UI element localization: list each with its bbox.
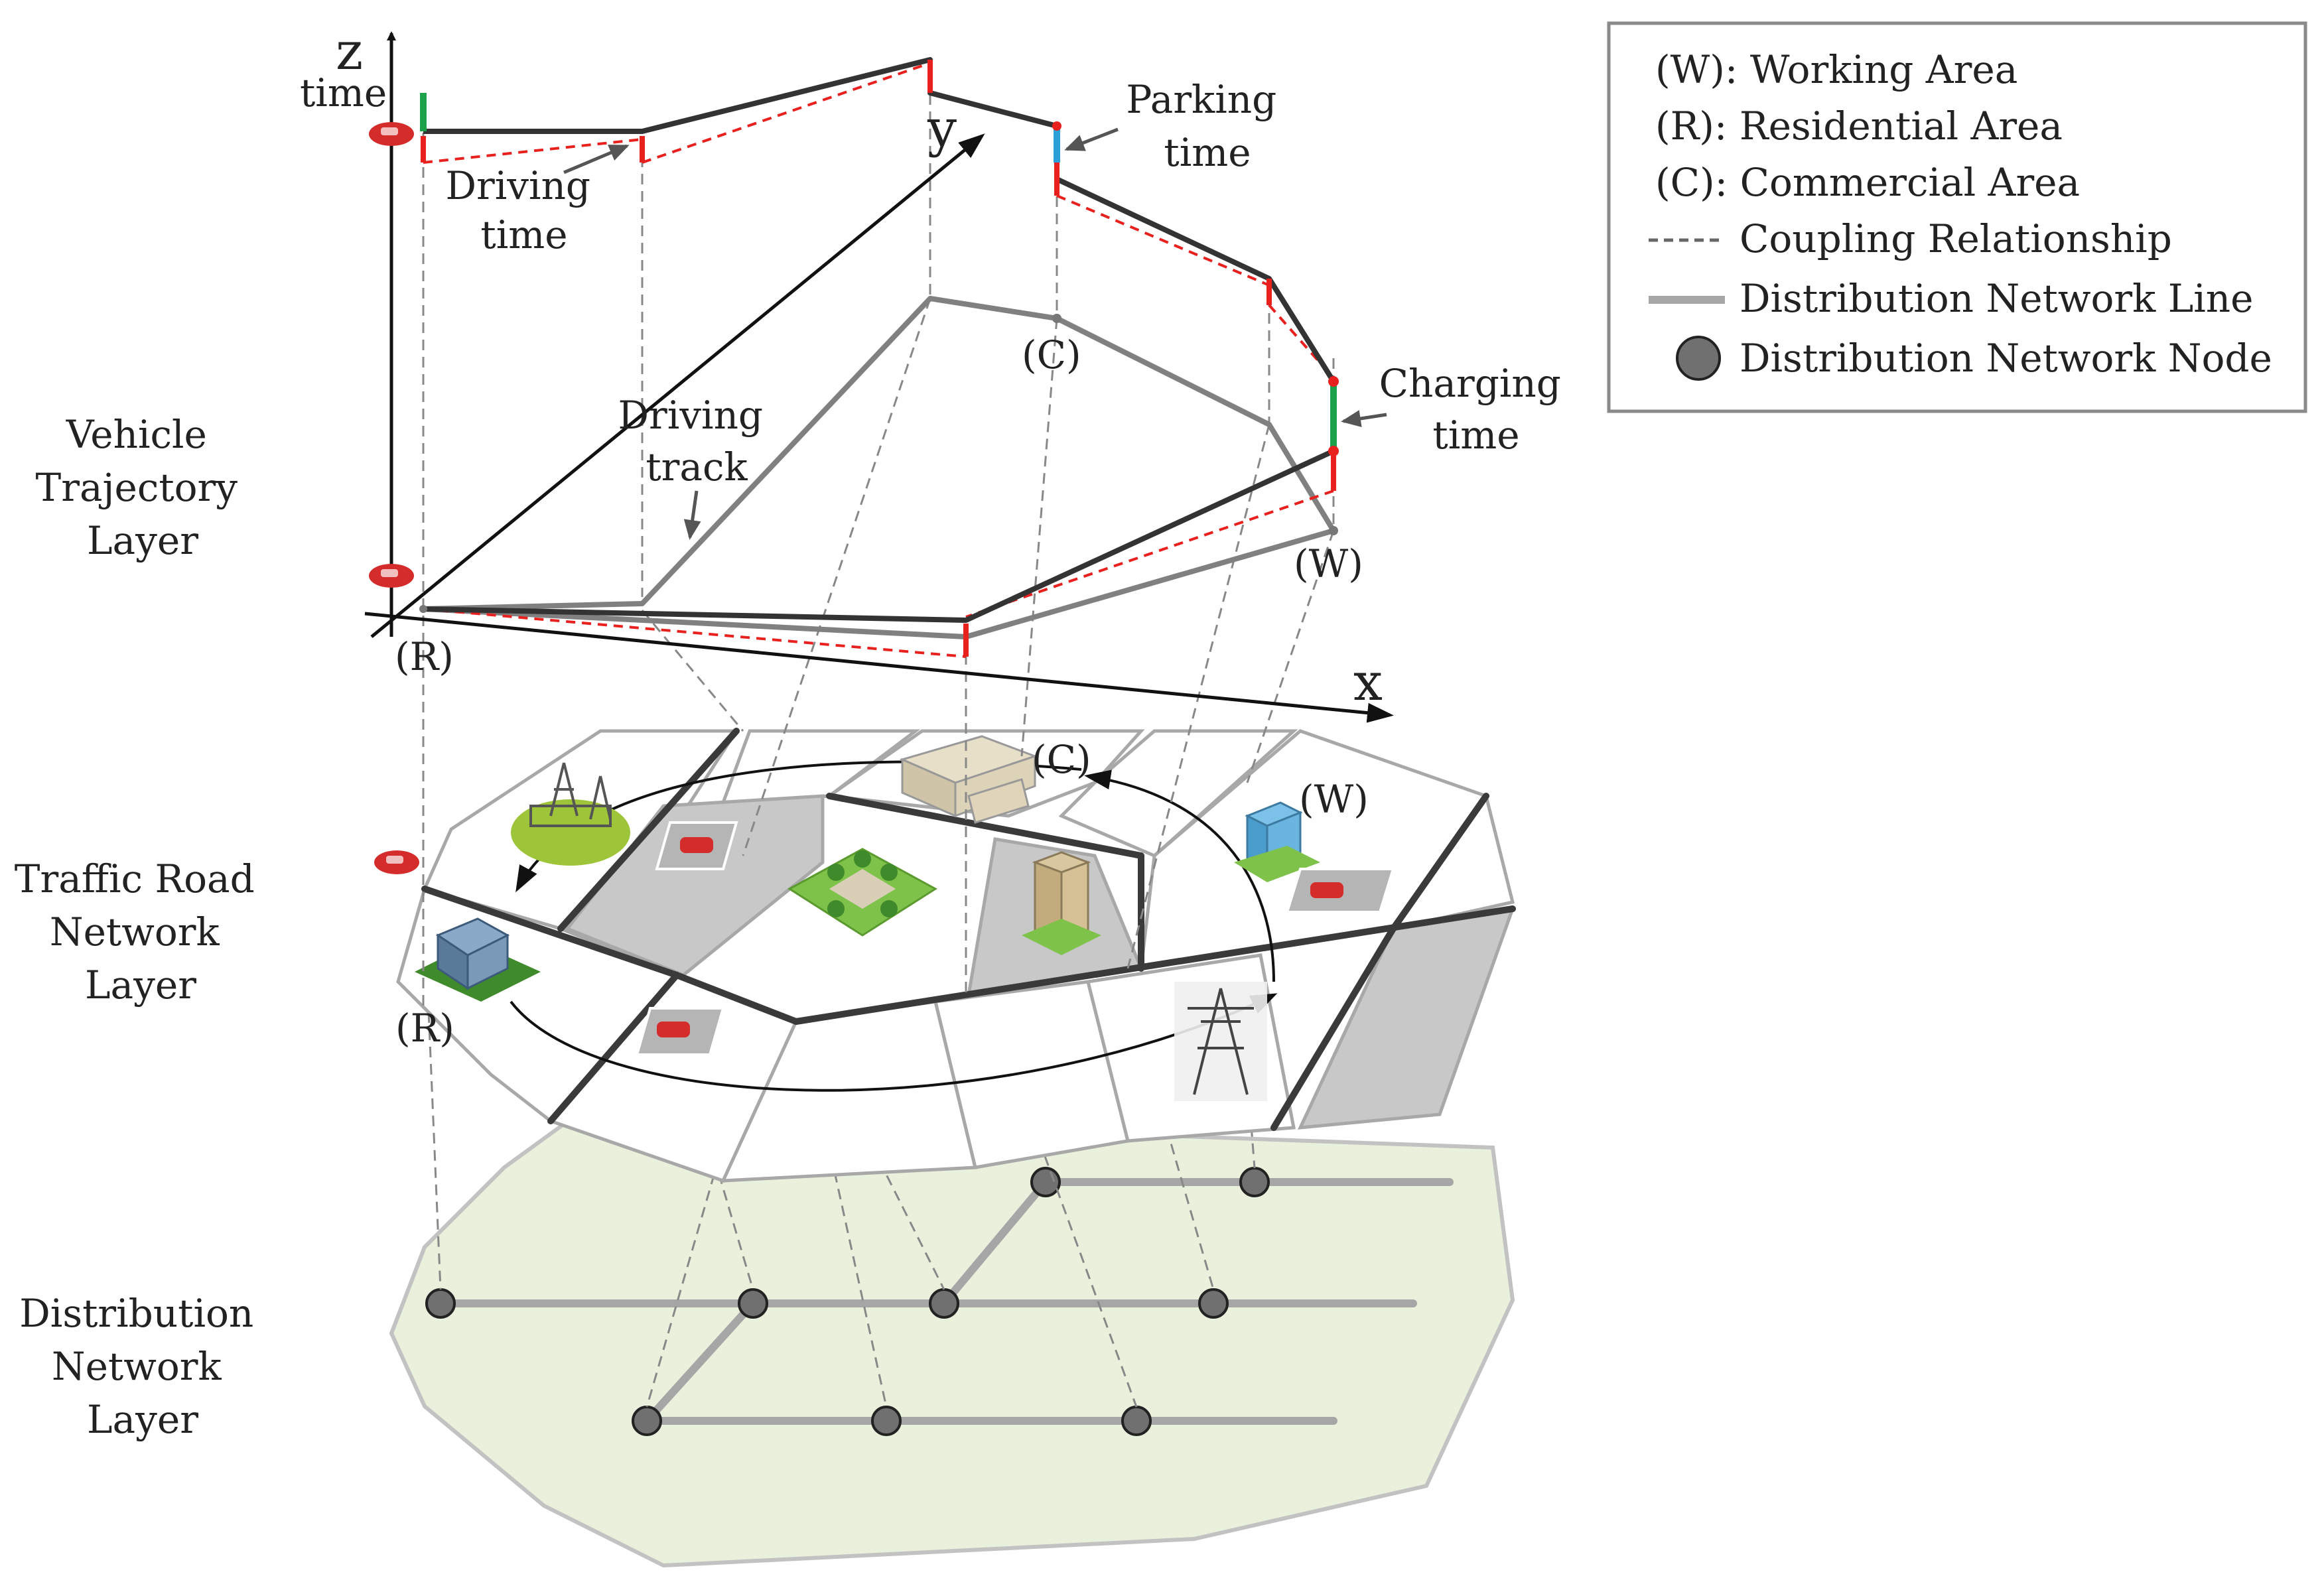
parking-time-label: Parking time <box>1126 77 1288 175</box>
commercial-building-icon <box>899 735 1038 824</box>
dn-node <box>1030 1167 1061 1197</box>
dn-node <box>871 1406 902 1436</box>
layer-labels: Vehicle Trajectory Layer Traffic Road Ne… <box>15 412 267 1442</box>
distribution-nodes <box>425 1167 1270 1436</box>
legend-node-swatch <box>1676 336 1721 381</box>
dn-node <box>1198 1288 1229 1319</box>
y-axis <box>370 133 985 638</box>
legend-commercial: (C): Commercial Area <box>1655 160 2080 205</box>
vehicle-trajectory-layer <box>364 31 1394 723</box>
residential-building-icon <box>415 917 541 1002</box>
charging-time-arrow <box>1341 410 1387 427</box>
working-label-trajectory: (W) <box>1294 541 1363 586</box>
distribution-network-layer <box>389 1112 1515 1568</box>
dn-node <box>425 1288 456 1319</box>
commercial-label-road: (C) <box>1032 737 1091 782</box>
dn-node <box>738 1288 768 1319</box>
car-icon <box>374 850 419 874</box>
traffic-road-network-layer <box>374 728 1516 1183</box>
route-loop-right <box>1084 769 1275 982</box>
legend-residential: (R): Residential Area <box>1655 103 2063 149</box>
distribution-network-layer-label: Distribution Network Layer <box>19 1291 265 1442</box>
area-labels: (R) (C) (W) (C) (W) (R) <box>395 332 1369 1051</box>
car-icon <box>369 122 414 146</box>
working-label-road: (W) <box>1299 777 1369 822</box>
x-axis <box>364 612 1394 723</box>
gray-block <box>1297 906 1515 1130</box>
driving-track-arrow <box>683 490 701 540</box>
dn-node <box>632 1406 662 1436</box>
legend-working: (W): Working Area <box>1655 47 2017 92</box>
z-axis-label: z <box>336 22 363 82</box>
dn-node <box>1121 1406 1152 1436</box>
route-loop-lower <box>510 993 1278 1092</box>
commercial-label-trajectory: (C) <box>1022 332 1081 377</box>
residential-label-road: (R) <box>395 1006 454 1051</box>
parking-time-arrow <box>1064 127 1119 151</box>
car-icon <box>369 564 414 588</box>
traffic-road-network-layer-label: Traffic Road Network Layer <box>15 856 267 1008</box>
parking-lot-icon <box>1285 868 1395 913</box>
charging-time-label: Charging time <box>1379 361 1574 458</box>
legend: (W): Working Area (R): Residential Area … <box>1607 21 2307 413</box>
x-axis-label: x <box>1353 653 1383 712</box>
tower-building-icon <box>1022 851 1101 955</box>
dn-node <box>1239 1167 1270 1197</box>
driving-time-arrow <box>563 144 630 174</box>
pylon-icon <box>1174 982 1267 1101</box>
gray-block <box>564 794 825 977</box>
driving-time-label: Driving time <box>445 163 602 257</box>
park-icon <box>787 848 937 937</box>
office-building-icon <box>1234 801 1320 882</box>
substation-icon <box>511 762 630 866</box>
parking-lot-icon <box>655 821 738 870</box>
annotation-labels: Driving time Parking time Charging time … <box>445 77 1574 490</box>
driving-track-label: Driving track <box>618 393 775 490</box>
dn-node <box>929 1288 959 1319</box>
distribution-area <box>389 1112 1515 1568</box>
parking-lot-icon <box>635 1007 725 1056</box>
legend-box <box>1607 21 2307 413</box>
legend-line: Distribution Network Line <box>1740 276 2253 321</box>
z-axis-sublabel: time <box>300 70 387 115</box>
vehicle-trajectory-layer-label: Vehicle Trajectory Layer <box>36 412 250 563</box>
legend-coupling: Coupling Relationship <box>1740 216 2172 261</box>
driving-track-projection <box>423 296 1336 639</box>
y-axis-label: y <box>927 99 957 159</box>
residential-label-trajectory: (R) <box>395 634 454 679</box>
legend-node: Distribution Network Node <box>1740 336 2272 381</box>
axis-labels: z time y x <box>300 22 1383 712</box>
